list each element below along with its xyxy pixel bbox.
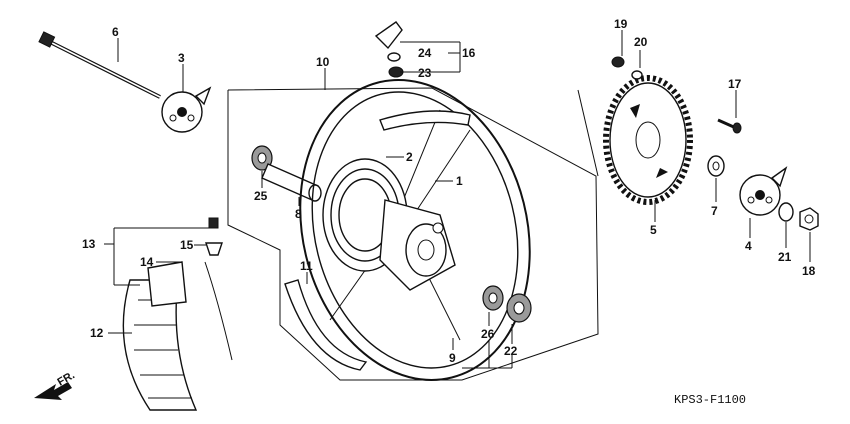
direction-label: FR. bbox=[56, 369, 77, 388]
callout-2: 2 bbox=[406, 150, 413, 164]
callout-24: 24 bbox=[418, 46, 432, 60]
tube-part bbox=[147, 261, 233, 361]
washer-21-part bbox=[778, 202, 794, 222]
callout-4: 4 bbox=[745, 239, 752, 253]
callout-19: 19 bbox=[614, 17, 628, 31]
callout-8: 8 bbox=[295, 207, 302, 221]
rim-band-part bbox=[284, 110, 471, 371]
diagram-code: KPS3-F1100 bbox=[674, 393, 746, 407]
callout-10: 10 bbox=[316, 55, 330, 69]
rim-part bbox=[299, 79, 531, 381]
callout-21: 21 bbox=[778, 250, 792, 264]
callout-9: 9 bbox=[449, 351, 456, 365]
callout-22: 22 bbox=[504, 344, 518, 358]
callout-23: 23 bbox=[418, 66, 432, 80]
callout-20: 20 bbox=[634, 35, 648, 49]
callout-1: 1 bbox=[456, 174, 463, 188]
nut-19-part bbox=[611, 56, 625, 68]
washer-20-part bbox=[631, 70, 643, 80]
chain-adjuster-left-part bbox=[161, 86, 212, 133]
nipple-set-part bbox=[374, 21, 404, 78]
callout-5: 5 bbox=[650, 223, 657, 237]
sprocket-bolt-part bbox=[717, 118, 742, 134]
bearing-left-part bbox=[251, 145, 273, 171]
callout-3: 3 bbox=[178, 51, 185, 65]
callout-6: 6 bbox=[112, 25, 119, 39]
callout-18: 18 bbox=[802, 264, 816, 278]
axle-part bbox=[38, 31, 161, 99]
leader-lines bbox=[104, 30, 811, 369]
callout-14: 14 bbox=[140, 255, 154, 269]
hub-part bbox=[322, 158, 456, 291]
callout-15: 15 bbox=[180, 238, 194, 252]
axle-nut-part bbox=[799, 207, 819, 231]
callout-13: 13 bbox=[82, 237, 96, 251]
callout-26: 26 bbox=[481, 327, 495, 341]
front-direction-arrow bbox=[34, 382, 72, 400]
assembly-outline bbox=[227, 87, 599, 381]
callout-25: 25 bbox=[254, 189, 268, 203]
callout-11: 11 bbox=[300, 259, 313, 273]
sprocket-part bbox=[603, 75, 693, 205]
callout-7: 7 bbox=[711, 204, 718, 218]
chain-adjuster-right-part bbox=[739, 166, 788, 216]
dust-seal-part bbox=[506, 293, 532, 323]
callout-17: 17 bbox=[728, 77, 742, 91]
callout-12: 12 bbox=[90, 326, 104, 340]
bearing-right-part bbox=[482, 285, 504, 311]
callout-16: 16 bbox=[462, 46, 476, 60]
collar-part bbox=[707, 155, 725, 177]
tube-valve-part bbox=[205, 217, 223, 256]
